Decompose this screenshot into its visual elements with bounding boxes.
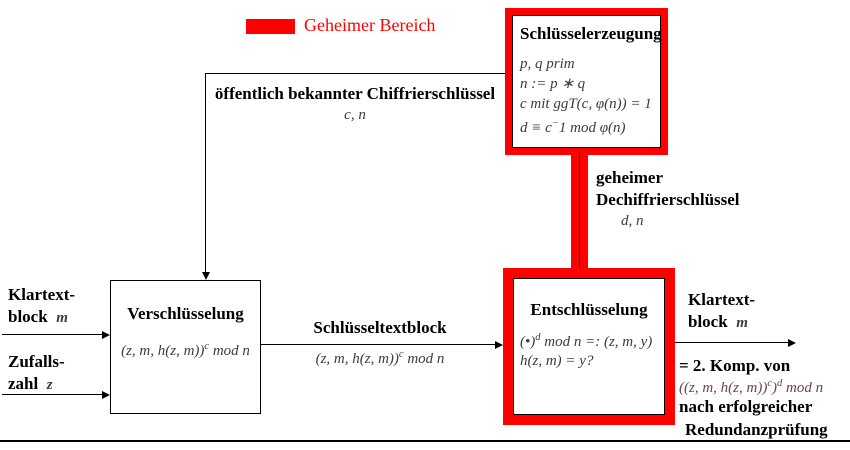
legend-label: Geheimer Bereich — [304, 15, 436, 35]
random-input-arrow-line — [2, 394, 102, 395]
keygen-formula: n := p ∗ q — [520, 76, 586, 92]
output-note-formula: ((z, m, h(z, m))c)d mod n — [679, 378, 824, 396]
key-generation-box: Schlüsselerzeugung p, q prim n := p ∗ q … — [505, 8, 668, 155]
secret-key-connector-line — [579, 152, 580, 268]
random-input-word: zahl — [8, 374, 39, 393]
random-input-line2: zahl z — [8, 373, 65, 396]
ciphertext-connector-line — [261, 344, 496, 345]
random-input-line1: Zufalls- — [8, 352, 65, 371]
output-note-line2: nach erfolgreicher — [679, 397, 813, 416]
private-key-symbols: d, n — [621, 213, 644, 229]
private-key-label-line2: Dechiffrierschlüssel — [596, 190, 740, 209]
encryption-box: Verschlüsselung (z, m, h(z, m))c mod n — [110, 280, 261, 414]
public-key-label: öffentlich bekannter Chiffrierschlüssel — [214, 84, 496, 103]
keygen-formula: d ≡ c−1 mod φ(n) — [520, 118, 626, 136]
plaintext-output-arrowhead — [788, 339, 796, 347]
plaintext-output-label-group: Klartext- block m — [688, 289, 755, 334]
private-key-label-line1: geheimer — [596, 168, 664, 187]
encryption-formula: (z, m, h(z, m))c mod n — [121, 341, 250, 359]
decryption-formula: h(z, m) = y? — [520, 353, 594, 369]
decryption-box: Entschlüsselung (•)d mod n =: (z, m, y) … — [503, 268, 675, 425]
plaintext-output-line1: Klartext- — [688, 290, 756, 309]
decryption-formula: (•)d mod n =: (z, m, y) — [520, 332, 653, 350]
secret-area-swatch — [246, 19, 295, 34]
plaintext-output-symbol: m — [736, 315, 748, 331]
keygen-formula: c mit ggT(c, φ(n)) = 1 — [520, 96, 652, 112]
plaintext-input-arrow-line — [2, 334, 102, 335]
plaintext-input-label-group: Klartext- block m — [8, 284, 75, 329]
arrowhead-down-into-encryption — [202, 272, 210, 280]
encryption-title: Verschlüsselung — [127, 304, 244, 323]
plaintext-input-arrowhead — [102, 331, 110, 339]
public-key-connector-vertical — [205, 73, 206, 274]
ciphertext-label-text: Schlüsseltextblock — [313, 318, 447, 337]
keygen-formula: p, q prim — [520, 56, 575, 72]
decryption-title: Entschlüsselung — [530, 300, 648, 319]
random-input-arrowhead — [102, 391, 110, 399]
plaintext-output-word: block — [688, 312, 728, 331]
plaintext-output-line2: block m — [688, 311, 755, 334]
plaintext-output-arrow-line — [675, 342, 788, 343]
public-key-label-group: öffentlich bekannter Chiffrierschlüssel … — [205, 83, 505, 124]
plaintext-input-symbol: m — [56, 310, 68, 326]
output-note-line1: = 2. Komp. von — [679, 356, 791, 375]
plaintext-input-word: block — [8, 307, 48, 326]
output-note-line3: Redundanzprüfung — [685, 420, 828, 439]
public-key-connector-horizontal — [205, 73, 505, 74]
public-key-symbols: c, n — [344, 107, 366, 123]
bottom-divider — [0, 440, 850, 442]
ciphertext-formula: (z, m, h(z, m))c mod n — [315, 349, 445, 367]
ciphertext-arrowhead — [495, 341, 503, 349]
random-input-label-group: Zufalls- zahl z — [8, 351, 65, 396]
plaintext-input-line1: Klartext- — [8, 285, 76, 304]
random-input-symbol: z — [46, 377, 53, 393]
ciphertext-label: Schlüsseltextblock — [265, 317, 495, 339]
key-generation-title: Schlüsselerzeugung — [520, 24, 662, 43]
plaintext-input-line2: block m — [8, 306, 75, 329]
